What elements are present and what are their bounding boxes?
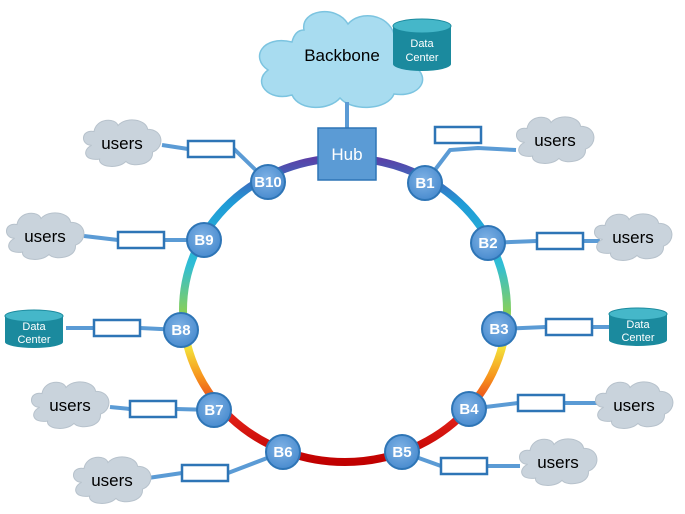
users-cloud-b6: users [73, 456, 152, 504]
node-label: B10 [254, 174, 282, 191]
users-cloud-b1: users [516, 116, 595, 164]
node-circle [384, 434, 420, 470]
interface-box-b5 [439, 456, 489, 476]
users-cloud-b4: users [595, 381, 674, 429]
interface-box-b8 [92, 318, 142, 338]
interface-box-b6 [180, 463, 230, 483]
peripherals-layer: usersusersDataCenterusersusersusersusers… [4, 116, 674, 504]
users-label: users [49, 396, 91, 415]
node-b7: B7 [196, 392, 232, 428]
node-b2: B2 [470, 225, 506, 261]
links-layer [66, 125, 610, 483]
link-b1 [423, 145, 517, 185]
datacenter-line2: Center [621, 332, 654, 344]
cloud-shape [594, 213, 673, 261]
node-b6: B6 [265, 434, 301, 470]
node-label: B7 [204, 402, 223, 419]
users-label: users [612, 228, 654, 247]
node-circle [407, 165, 443, 201]
datacenter-body [609, 314, 667, 346]
node-label: B4 [459, 401, 479, 418]
cloud-shape [6, 212, 85, 260]
hub-label: Hub [331, 145, 362, 164]
node-label: B5 [392, 444, 411, 461]
interface-box-b2 [535, 231, 585, 251]
interface-box-b7 [128, 399, 178, 419]
users-label: users [534, 131, 576, 150]
users-label: users [24, 227, 66, 246]
cloud-shape [31, 381, 110, 429]
backbone-datacenter-line1: Data [410, 38, 434, 50]
datacenter-line1: Data [626, 319, 650, 331]
node-b8: B8 [163, 312, 199, 348]
users-cloud-b2: users [594, 213, 673, 261]
datacenter-top [4, 309, 64, 323]
datacenter-line2: Center [17, 334, 50, 346]
hub: Hub [317, 127, 377, 181]
node-circle [265, 434, 301, 470]
node-b9: B9 [186, 222, 222, 258]
cloud-shape [595, 381, 674, 429]
node-circle [250, 164, 286, 200]
node-label: B6 [273, 444, 292, 461]
cloud-shape [516, 116, 595, 164]
backbone-cloud: Backbone [258, 10, 424, 109]
users-cloud-b5: users [519, 438, 598, 486]
node-label: B1 [415, 175, 434, 192]
interface-box-b3 [544, 317, 594, 337]
node-label: B2 [478, 235, 497, 252]
interface-box-b1 [433, 125, 483, 145]
node-b1: B1 [407, 165, 443, 201]
node-circle [470, 225, 506, 261]
users-cloud-b7: users [31, 381, 110, 429]
interface-box-b9 [116, 230, 166, 250]
cloud-shape [73, 456, 152, 504]
node-b5: B5 [384, 434, 420, 470]
users-label: users [537, 453, 579, 472]
backbone-label: Backbone [304, 46, 380, 65]
node-label: B8 [171, 322, 190, 339]
users-cloud-b10: users [83, 119, 162, 167]
node-b3: B3 [481, 311, 517, 347]
node-b10: B10 [250, 164, 286, 200]
node-circle [196, 392, 232, 428]
users-cloud-b9: users [6, 212, 85, 260]
node-label: B3 [489, 321, 508, 338]
datacenter-line1: Data [22, 321, 46, 333]
backbone-datacenter: Data Center [392, 18, 452, 71]
cloud-shape [519, 438, 598, 486]
users-label: users [101, 134, 143, 153]
interface-box-b4 [516, 393, 566, 413]
users-label: users [91, 471, 133, 490]
backbone-datacenter-line2: Center [405, 52, 438, 64]
node-circle [451, 391, 487, 427]
interface-box-b10 [186, 139, 236, 159]
users-label: users [613, 396, 655, 415]
datacenter-top [608, 307, 668, 321]
cloud-shape [83, 119, 162, 167]
datacenter-body [5, 316, 63, 348]
node-circle [163, 312, 199, 348]
node-b4: B4 [451, 391, 487, 427]
node-label: B9 [194, 232, 213, 249]
node-circle [481, 311, 517, 347]
node-circle [186, 222, 222, 258]
